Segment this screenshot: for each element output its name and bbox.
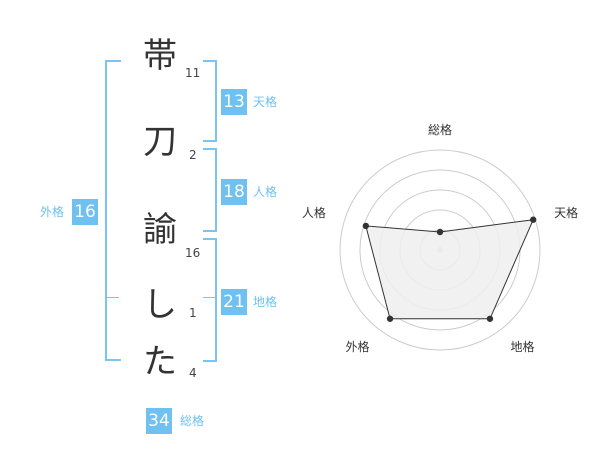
chikaku-label: 地格 <box>253 295 278 309</box>
gaikaku-bracket-tick <box>105 297 119 298</box>
chikaku-bracket <box>203 238 217 362</box>
stroke-count-2: 2 <box>189 148 197 162</box>
jinkaku-label: 人格 <box>253 185 278 199</box>
radar-point-2 <box>530 216 537 223</box>
stroke-count-5: 4 <box>189 366 197 380</box>
radar-axis-label-4: 外格 <box>345 339 369 354</box>
gaikaku-bracket <box>105 60 121 361</box>
radar-axis-label-5: 人格 <box>302 205 326 220</box>
soukaku-label: 総格 <box>180 414 205 428</box>
stroke-count-4: 1 <box>189 306 197 320</box>
stroke-count-1: 11 <box>185 66 201 80</box>
tenkaku-label: 天格 <box>253 95 278 109</box>
name-char-1: 帯 <box>143 36 177 76</box>
chikaku-bracket-tick <box>203 297 215 298</box>
radar-point-4 <box>386 315 394 322</box>
radar-point-3 <box>486 315 494 322</box>
radar-grid-ring <box>339 149 541 351</box>
radar-data-polygon <box>365 219 535 320</box>
radar-axis-label-3: 地格 <box>511 339 535 354</box>
radar-point-5 <box>362 222 370 230</box>
gaikaku-label: 外格 <box>40 205 65 219</box>
chikaku-badge: 21 <box>221 289 247 315</box>
soukaku-badge: 34 <box>146 408 172 434</box>
jinkaku-badge: 18 <box>221 179 247 205</box>
radar-point-1 <box>436 228 444 236</box>
name-char-3: 諭 <box>143 210 177 250</box>
name-char-2: 刀 <box>143 122 177 162</box>
name-char-5: た <box>143 342 177 382</box>
radar-axis-label-2: 天格 <box>554 205 578 220</box>
tenkaku-bracket <box>203 60 217 142</box>
gaikaku-badge: 16 <box>72 199 98 225</box>
jinkaku-bracket <box>203 148 217 232</box>
tenkaku-badge: 13 <box>221 89 247 115</box>
stroke-count-3: 16 <box>185 246 201 260</box>
radar-axis-label-1: 総格 <box>428 122 452 137</box>
name-char-4: し <box>143 285 177 325</box>
